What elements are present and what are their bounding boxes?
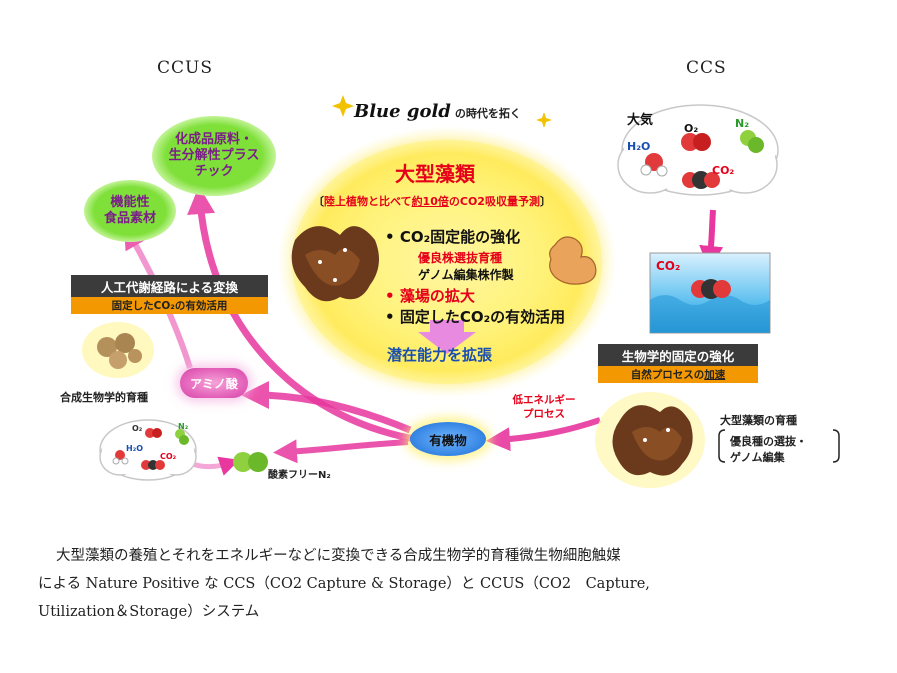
arrow-air-to-sea [699,209,724,270]
natural-process-emph: 加速 [704,369,726,381]
right-n2-label: N₂ [735,117,750,130]
arrow-seaweed-to-organic [486,417,601,452]
subtitle-suffix: のCO2吸収量予測 [448,195,540,208]
center-subtitle: 〔陸上植物と比べて約10倍のCO2吸収量予測〕 [313,195,551,208]
breeding-item-2: ゲノム編集 [730,451,785,464]
left-o2-label: O₂ [132,424,143,433]
left-gas-cloud [99,419,197,481]
breeding-item-1: 優良種の選抜・ [730,435,807,448]
arrow-organic-to-amino [241,381,412,434]
natural-process-bar: 自然プロセスの加速 [598,366,758,383]
sub-selection-breeding: 優良株選抜育種 [418,251,503,265]
bullet2-text: 藻場の拡大 [399,287,475,305]
caption-line-2: による Nature Positive な CCS（CO2 Capture & … [38,576,650,592]
bullet1-text: CO₂固定能の強化 [399,228,521,246]
ccs-heading: CCS [686,58,727,78]
left-co2-label: CO₂ [160,452,177,461]
left-h2o-label: H₂O [126,444,143,453]
right-co2-label: CO₂ [712,164,735,177]
banner: Blue gold の時代を拓く [354,101,521,122]
sparkle-icon [332,95,354,117]
left-n2-label: N₂ [178,422,189,431]
bullet-effective-use: • 固定したCO₂の有効活用 [385,308,566,326]
subtitle-prefix: 陸上植物と比べて [324,195,412,208]
ccus-heading: CCUS [157,58,213,78]
sea-co2-label: CO₂ [656,259,681,273]
seaweed-image-right [595,392,705,488]
effective-use-bar: 固定したCO₂の有効活用 [71,297,268,314]
functional-food-bubble: 機能性 食品素材 [84,180,176,242]
artificial-metabolism-bar: 人工代謝経路による変換 [71,275,268,297]
bullet3-text: 固定したCO₂の有効活用 [399,308,566,326]
low-energy-line1: 低エネルギー [512,394,576,406]
low-energy-process-label: 低エネルギー プロセス [508,393,580,421]
air-label: 大気 [627,113,654,128]
chem-materials-bubble: 化成品原料・ 生分解性プラス チック [152,116,276,196]
arrow-organic-to-n2 [273,439,409,464]
low-energy-line2: プロセス [523,408,565,420]
amino-acid-pill: アミノ酸 [180,368,248,398]
banner-suffix: の時代を拓く [454,107,521,120]
sub-genome-editing: ゲノム編集株作製 [418,268,514,282]
figure-caption: 大型藻類の養殖とそれをエネルギーなどに変換できる合成生物学的育種微生物細胞触媒 … [38,542,860,626]
center-down-arrow [418,320,476,354]
arrow-organic-to-chem [187,186,421,444]
caption-line-1: 大型藻類の養殖とそれをエネルギーなどに変換できる合成生物学的育種微生物細胞触媒 [56,548,621,564]
n2-molecule [233,452,253,472]
air-cloud [617,104,779,196]
organic-matter-pill: 有機物 [410,422,486,456]
synthetic-breeding-label: 合成生物学的育種 [60,391,148,404]
seaweed-image-center [291,226,379,302]
right-h2o-label: H₂O [627,140,651,153]
right-o2-label: O₂ [684,122,699,135]
natural-process-prefix: 自然プロセスの [630,369,705,381]
microbe-cells [82,322,154,378]
muscle-icon [549,236,597,285]
breeding-title: 大型藻類の育種 [720,414,797,427]
oxygen-free-n2-label: 酸素フリーN₂ [268,470,331,481]
banner-main: Blue gold [354,101,451,122]
biological-fixation-bar: 生物学的固定の強化 [598,344,758,366]
breeding-bracket-right [832,429,840,463]
center-footer: 潜在能力を拡張 [387,346,493,364]
breeding-bracket-left [718,429,726,463]
center-title: 大型藻類 [395,162,475,186]
caption-line-3: Utilization＆Storage）システム [38,604,260,620]
subtitle-emph: 約10倍 [411,195,449,208]
sparkle-icon [536,112,552,128]
bullet-seabed-expansion: • 藻場の拡大 [385,287,475,305]
bullet-co2-fixation: • CO₂固定能の強化 [385,228,521,246]
